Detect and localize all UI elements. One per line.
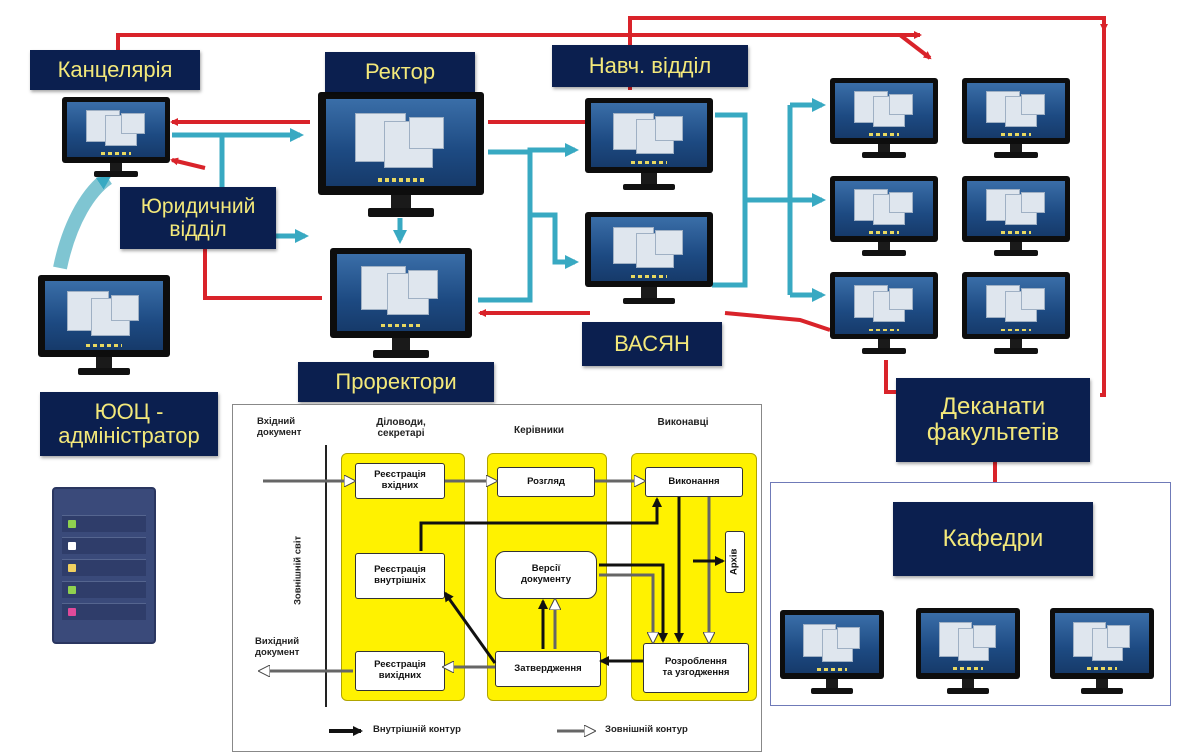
monitor-dean-2 [962, 78, 1070, 158]
label-yurydychnyi: Юридичний відділ [120, 187, 276, 249]
label-iots: ЮОЦ - адміністратор [40, 392, 218, 456]
label-prorektory: Проректори [298, 362, 494, 402]
monitor-prorektory [330, 248, 472, 358]
monitor-kafedra-1 [780, 610, 884, 694]
box-versions: Версії документу [495, 551, 597, 599]
int-approve-regint [443, 591, 497, 664]
red-top-kants-to-deans [116, 31, 922, 60]
label-navch-viddil: Навч. відділ [552, 45, 748, 87]
monitor-dean-4 [962, 176, 1070, 256]
box-development: Розроблення та узгодження [643, 643, 749, 693]
monitor-iots [38, 275, 170, 375]
outside-world-divider [325, 445, 327, 707]
label-vasian: ВАСЯН [582, 322, 722, 366]
legend-external-label: Зовнішній контур [605, 724, 688, 735]
box-execution: Виконання [645, 467, 743, 497]
col-header-managers: Керівники [513, 425, 565, 436]
box-reg-internal: Реєстрація внутрішніх [355, 553, 445, 599]
legend-internal-label: Внутрішній контур [373, 724, 461, 735]
monitor-kantseliariia [62, 97, 170, 177]
red-yur-loop [203, 240, 322, 300]
flow-arrows [233, 405, 725, 751]
red-top-down-deans [898, 33, 932, 60]
incoming-doc-label: Вхідний документ [257, 416, 302, 438]
col-header-clerks: Діловоди, секретарі [376, 417, 426, 439]
int-reg-exec [419, 497, 662, 551]
red-vasian-to-deans [724, 311, 831, 332]
monitor-dean-1 [830, 78, 938, 158]
monitor-navch [585, 98, 713, 190]
label-kafedry: Кафедри [893, 502, 1093, 576]
label-dekanaty: Деканати факультетів [896, 378, 1090, 462]
box-review: Розгляд [497, 467, 595, 497]
int-ver-dev [599, 563, 668, 643]
monitor-dean-6 [962, 272, 1070, 354]
monitor-kafedra-2 [916, 608, 1020, 694]
red-monitor-to-deans [884, 360, 900, 394]
teal-branch-vasian [530, 212, 579, 269]
col-header-executors: Виконавці [657, 417, 709, 428]
red-deans-up [1100, 30, 1106, 397]
monitor-dean-5 [830, 272, 938, 354]
label-rektor: Ректор [325, 52, 475, 92]
label-kantseliariia: Канцелярія [30, 50, 200, 90]
monitor-kafedra-3 [1050, 608, 1154, 694]
teal-curve-iots [53, 172, 113, 270]
document-flow-diagram: Діловоди, секретарі Керівники Виконавці … [232, 404, 762, 752]
ext-ver-dev [599, 573, 653, 641]
teal-navch-out [712, 112, 748, 288]
outgoing-doc-label: Вихідний документ [255, 636, 300, 658]
teal-branch [478, 150, 533, 303]
server-rack-icon [52, 487, 156, 644]
box-reg-outgoing: Реєстрація вихідних [355, 651, 445, 691]
monitor-rektor [318, 92, 484, 217]
red-yur-to-kants [170, 157, 206, 170]
box-reg-incoming: Реєстрація вхідних [355, 463, 445, 499]
monitor-vasian [585, 212, 713, 304]
monitor-dean-3 [830, 176, 938, 256]
box-approval: Затвердження [495, 651, 601, 687]
